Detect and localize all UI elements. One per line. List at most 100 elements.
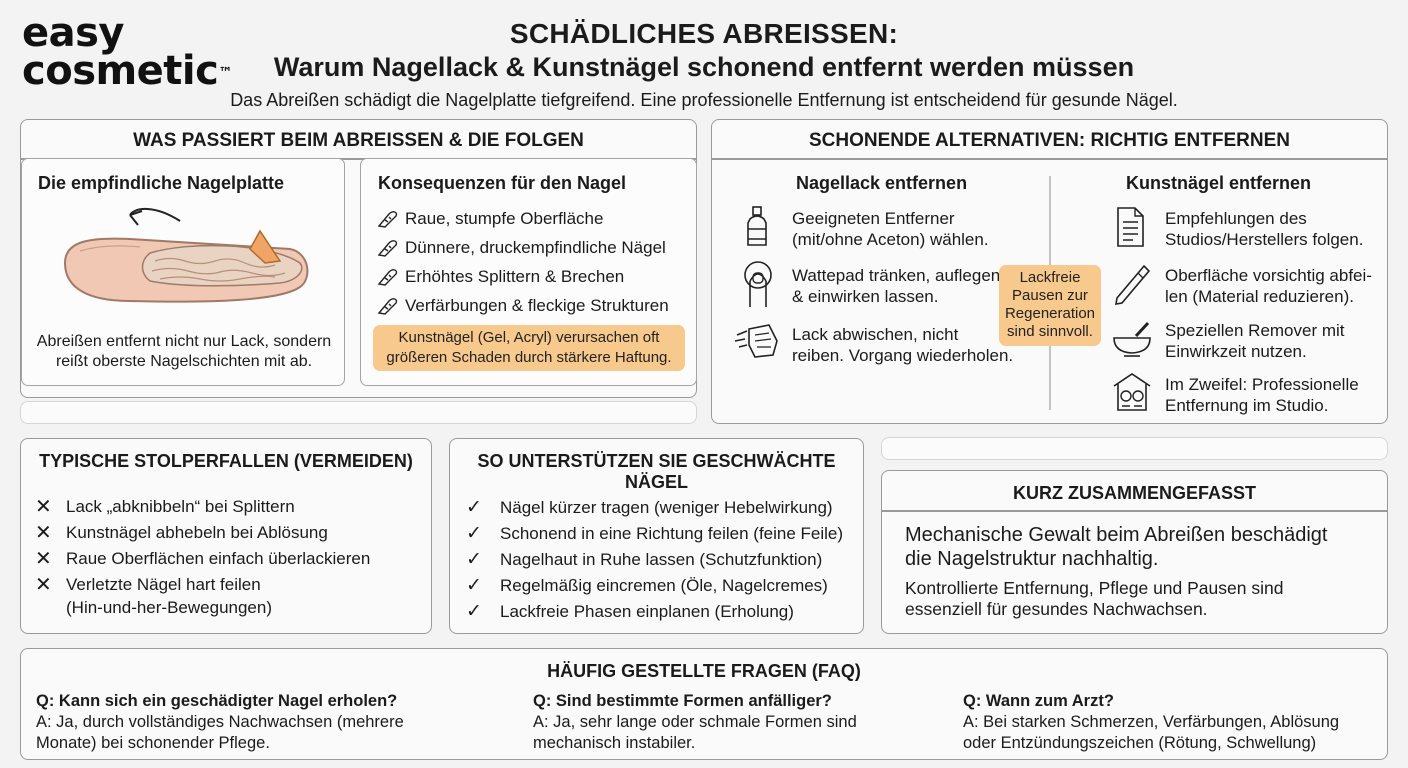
step-line: & einwirken lassen. <box>792 287 939 306</box>
bottle-icon <box>740 204 774 250</box>
summary-main: Mechanische Gewalt beim Abreißen beschäd… <box>905 523 1327 571</box>
faq-answer: oder Entzündungszeichen (Rötung, Schwell… <box>963 734 1317 752</box>
stolperfallen-title: TYPISCHE STOLPERFALLEN (VERMEIDEN) <box>39 451 413 471</box>
was-passiert-panel: WAS PASSIERT BEIM ABREISSEN & DIE FOLGEN… <box>20 119 697 398</box>
list-item: ✕Raue Oberflächen einfach überlackieren <box>35 545 425 571</box>
checkmark-icon: ✓ <box>466 574 482 596</box>
alternativen-panel: SCHONENDE ALTERNATIVEN: RICHTIG ENTFERNE… <box>711 119 1388 424</box>
zusammengefasst-panel: KURZ ZUSAMMENGEFASST Mechanische Gewalt … <box>881 470 1388 634</box>
step-line: Empfehlungen des <box>1165 209 1307 228</box>
step-line: Oberfläche vorsichtig abfei- <box>1165 266 1372 285</box>
summary-line: die Nagelstruktur nachhaltig. <box>905 548 1159 570</box>
faq-item: Q: Sind bestimmte Formen anfälliger? A: … <box>533 691 933 754</box>
page-intro: Das Abreißen schädigt die Nagelplatte ti… <box>230 90 1178 110</box>
list-item-text: Kunstnägel abhebeln bei Ablösung <box>66 522 328 542</box>
konsequenzen-card: Konsequenzen für den Nagel Raue, stumpfe… <box>360 158 697 386</box>
checkmark-icon: ✓ <box>466 548 482 570</box>
summary-line: Mechanische Gewalt beim Abreißen beschäd… <box>905 524 1328 546</box>
list-item-continuation: (Hin-und-her-Bewegungen) <box>35 597 425 617</box>
kunstnaegel-heading: Kunstnägel entfernen <box>1126 173 1312 193</box>
list-item: ✕Verletzte Nägel hart feilen <box>35 571 425 597</box>
step-line: reiben. Vorgang wiederholen. <box>792 346 1014 365</box>
unterstuetzen-title: SO UNTERSTÜTZEN SIE GESCHWÄCHTE NÄGEL <box>450 451 863 493</box>
list-item: ✓ Nägel kürzer tragen (weniger Hebelwirku… <box>466 494 861 520</box>
trademark-mark: ™ <box>218 65 232 81</box>
kunstnaegel-warning-note: Kunstnägel (Gel, Acryl) verursachen oft … <box>373 325 685 371</box>
note-line: Kunstnägel (Gel, Acryl) verursachen oft <box>398 329 660 346</box>
title-line: NÄGEL <box>625 472 688 492</box>
broken-nail-icon <box>377 268 405 286</box>
nagellack-step-1: Geeigneten Entferner (mit/ohne Aceton) wä… <box>792 208 989 250</box>
list-item-text: Verfärbungen & fleckige Strukturen <box>405 296 669 315</box>
salon-icon <box>1108 368 1156 414</box>
list-item: ✓ Nagelhaut in Ruhe lassen (Schutzfunktio… <box>466 546 861 572</box>
list-item: ✕Lack „abknibbeln“ bei Splittern <box>35 493 425 519</box>
list-item: ✕Kunstnägel abhebeln bei Ablösung <box>35 519 425 545</box>
list-item-text: Dünnere, druckempfindliche Nägel <box>405 238 666 257</box>
checkmark-icon: ✓ <box>466 522 482 544</box>
list-item-text: (Hin-und-her-Bewegungen) <box>66 598 273 617</box>
finger-pad-icon <box>738 260 778 310</box>
kunstnaegel-step-2: Oberfläche vorsichtig abfei-len (Materia… <box>1165 265 1372 307</box>
faq-item: Q: Kann sich ein geschädigter Nagel erho… <box>36 691 456 754</box>
list-item: Dünnere, druckempfindliche Nägel <box>377 233 669 262</box>
divider <box>712 158 1387 160</box>
step-line: Im Zweifel: Professionelle <box>1165 375 1359 394</box>
list-item: ✓Regelmäßig eincremen (Öle, Nagelcremes) <box>466 572 861 598</box>
broken-nail-icon <box>377 239 405 257</box>
unterstuetzen-panel: SO UNTERSTÜTZEN SIE GESCHWÄCHTE NÄGEL ✓ N… <box>449 438 864 634</box>
faq-answer: mechanisch instabiler. <box>533 734 696 752</box>
broken-nail-icon <box>377 210 405 228</box>
nagellack-heading: Nagellack entfernen <box>796 173 968 193</box>
alternativen-title: SCHONENDE ALTERNATIVEN: RICHTIG ENTFERNE… <box>809 130 1290 151</box>
faq-answer: A: Ja, durch vollständiges Nachwachsen (… <box>36 713 404 731</box>
divider <box>882 510 1387 512</box>
stolperfallen-panel: TYPISCHE STOLPERFALLEN (VERMEIDEN) ✕Lack… <box>20 438 432 634</box>
spacer-bar <box>881 437 1388 460</box>
faq-item: Q: Wann zum Arzt? A: Bei starken Schmerz… <box>963 691 1383 754</box>
konsequenzen-heading: Konsequenzen für den Nagel <box>378 173 627 193</box>
faq-question: Q: Sind bestimmte Formen anfälliger? <box>533 692 832 710</box>
logo-line-1: easy <box>22 10 125 56</box>
page-subtitle: Warum Nagellack & Kunstnägel schonend en… <box>273 52 1135 82</box>
list-item-text: Lackfreie Phasen einplanen (Erholung) <box>500 601 794 621</box>
checkmark-icon: ✓ <box>466 496 482 518</box>
list-item: ✓ Lackfreie Phasen einplanen (Erholung) <box>466 598 861 624</box>
caption-line: reißt oberste Nagelschichten mit ab. <box>55 353 313 370</box>
list-item: Verfärbungen & fleckige Strukturen <box>377 291 669 320</box>
caption-line: Abreißen entfernt nicht nur Lack, sonder… <box>36 333 332 350</box>
lackfreie-pausen-callout: Lackfreie Pausen zur Regeneration sind s… <box>999 265 1101 346</box>
peeling-nail-illustration-icon <box>60 201 310 321</box>
nail-file-icon <box>1110 260 1154 310</box>
step-line: (mit/ohne Aceton) wählen. <box>792 230 989 249</box>
list-item-text: Lack „abknibbeln“ bei Splittern <box>66 496 295 516</box>
step-line: Geeigneten Entferner <box>792 209 955 228</box>
list-item-text: Nagelhaut in Ruhe lassen (Schutzfunktion… <box>500 549 823 569</box>
step-line: Einwirkzeit nutzen. <box>1165 342 1307 361</box>
list-item: Raue, stumpfe Oberfläche <box>377 204 669 233</box>
stolperfallen-list: ✕Lack „abknibbeln“ bei Splittern ✕Kunstn… <box>35 493 425 618</box>
step-line: len (Material reduzieren). <box>1165 287 1354 306</box>
note-line: größeren Schaden durch stärkere Haftung. <box>386 349 672 366</box>
summary-detail: Kontrollierte Entfernung, Pflege und Pau… <box>905 578 1283 620</box>
list-item-text: Nägel kürzer tragen (weniger Hebelwirkun… <box>500 497 833 517</box>
faq-question: Q: Wann zum Arzt? <box>963 692 1114 710</box>
checkmark-icon: ✓ <box>466 600 482 622</box>
step-line: Wattepad tränken, auflegen <box>792 266 1001 285</box>
cross-icon: ✕ <box>35 573 52 596</box>
list-item: ✓Schonend in eine Richtung feilen (feine… <box>466 520 861 546</box>
wipe-hand-icon <box>732 318 782 364</box>
nagelplatte-card: Die empfindliche Nagelplatte Abreißen en… <box>21 158 345 386</box>
callout-line: Lackfreie <box>1019 269 1081 286</box>
list-item: Erhöhtes Splittern & Brechen <box>377 262 669 291</box>
step-line: Studios/Herstellers folgen. <box>1165 230 1364 249</box>
callout-line: Pausen zur <box>1012 287 1088 304</box>
spacer-bar <box>20 401 697 424</box>
faq-question: Q: Kann sich ein geschädigter Nagel erho… <box>36 692 398 710</box>
nagellack-step-2: Wattepad tränken, auflegen & einwirken la… <box>792 265 1000 307</box>
summary-line: Kontrollierte Entfernung, Pflege und Pau… <box>905 578 1284 598</box>
document-icon <box>1112 204 1148 250</box>
